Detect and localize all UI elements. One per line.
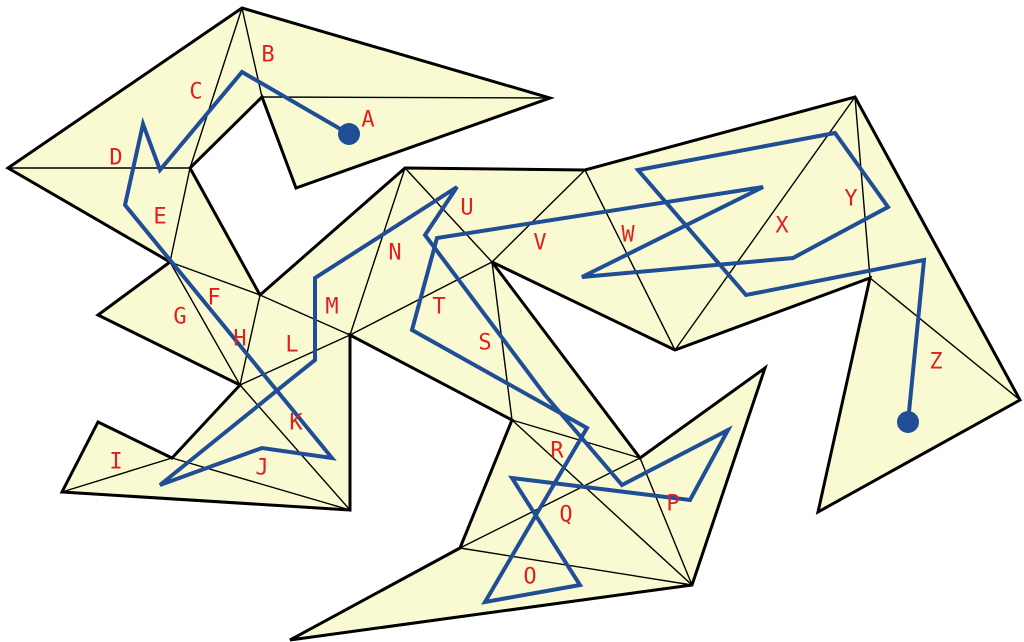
- label-n: N: [388, 241, 401, 266]
- triangle-labels: A B C D E F G H I J K L M N O P Q R S T …: [109, 43, 942, 590]
- route-path: [122, 69, 927, 605]
- label-e: E: [153, 205, 166, 230]
- triangulation-edge: [169, 261, 261, 296]
- label-r: R: [550, 439, 564, 464]
- label-x: X: [775, 214, 789, 239]
- label-w: W: [621, 223, 635, 248]
- label-h: H: [233, 327, 246, 352]
- triangulation-edge: [491, 261, 513, 421]
- label-l: L: [285, 333, 298, 358]
- polygon-region: [8, 8, 1020, 640]
- label-i: I: [109, 450, 122, 475]
- label-s: S: [478, 331, 491, 356]
- triangulation-edge: [261, 96, 551, 99]
- triangulation-edge: [584, 169, 676, 351]
- triangulation-edge: [511, 419, 693, 586]
- triangulation-edge: [854, 96, 871, 279]
- triangulation-edge: [169, 261, 241, 386]
- triangulation-edge: [171, 457, 351, 511]
- label-f: F: [207, 286, 220, 311]
- label-m: M: [325, 295, 338, 320]
- triangulation-edge: [639, 457, 693, 586]
- label-q: Q: [559, 503, 572, 528]
- triangulation-edge: [239, 294, 261, 386]
- label-b: B: [261, 43, 274, 68]
- label-z: Z: [929, 350, 942, 375]
- route-end-marker: [897, 411, 919, 433]
- route-start-marker: [338, 123, 360, 145]
- triangulation-edge: [239, 334, 351, 386]
- triangulation-edge: [169, 167, 191, 263]
- triangulation-edge: [491, 169, 586, 263]
- label-o: O: [523, 565, 536, 590]
- label-j: J: [255, 456, 268, 481]
- triangulation-edge: [349, 167, 406, 336]
- label-t: T: [432, 295, 445, 320]
- polygon-fill: [8, 8, 1020, 640]
- label-v: V: [533, 231, 546, 256]
- triangulation-edge: [511, 419, 641, 459]
- triangulation-edge: [404, 167, 493, 263]
- label-y: Y: [844, 187, 857, 212]
- polygon-outline: [5, 6, 1023, 642]
- triangulation-edge: [674, 96, 856, 351]
- triangulation-edge: [259, 294, 351, 336]
- label-k: K: [289, 411, 303, 436]
- triangulation-edge: [869, 277, 1021, 401]
- label-p: P: [666, 492, 679, 517]
- label-g: G: [173, 305, 186, 330]
- label-a: A: [361, 108, 374, 133]
- label-u: U: [460, 196, 473, 221]
- triangulation-edge: [459, 547, 693, 586]
- triangulation-edge: [61, 457, 173, 493]
- label-d: D: [109, 146, 122, 171]
- label-c: C: [189, 80, 202, 105]
- triangulation-edges: [8, 7, 1021, 586]
- triangulation-edge: [189, 7, 243, 169]
